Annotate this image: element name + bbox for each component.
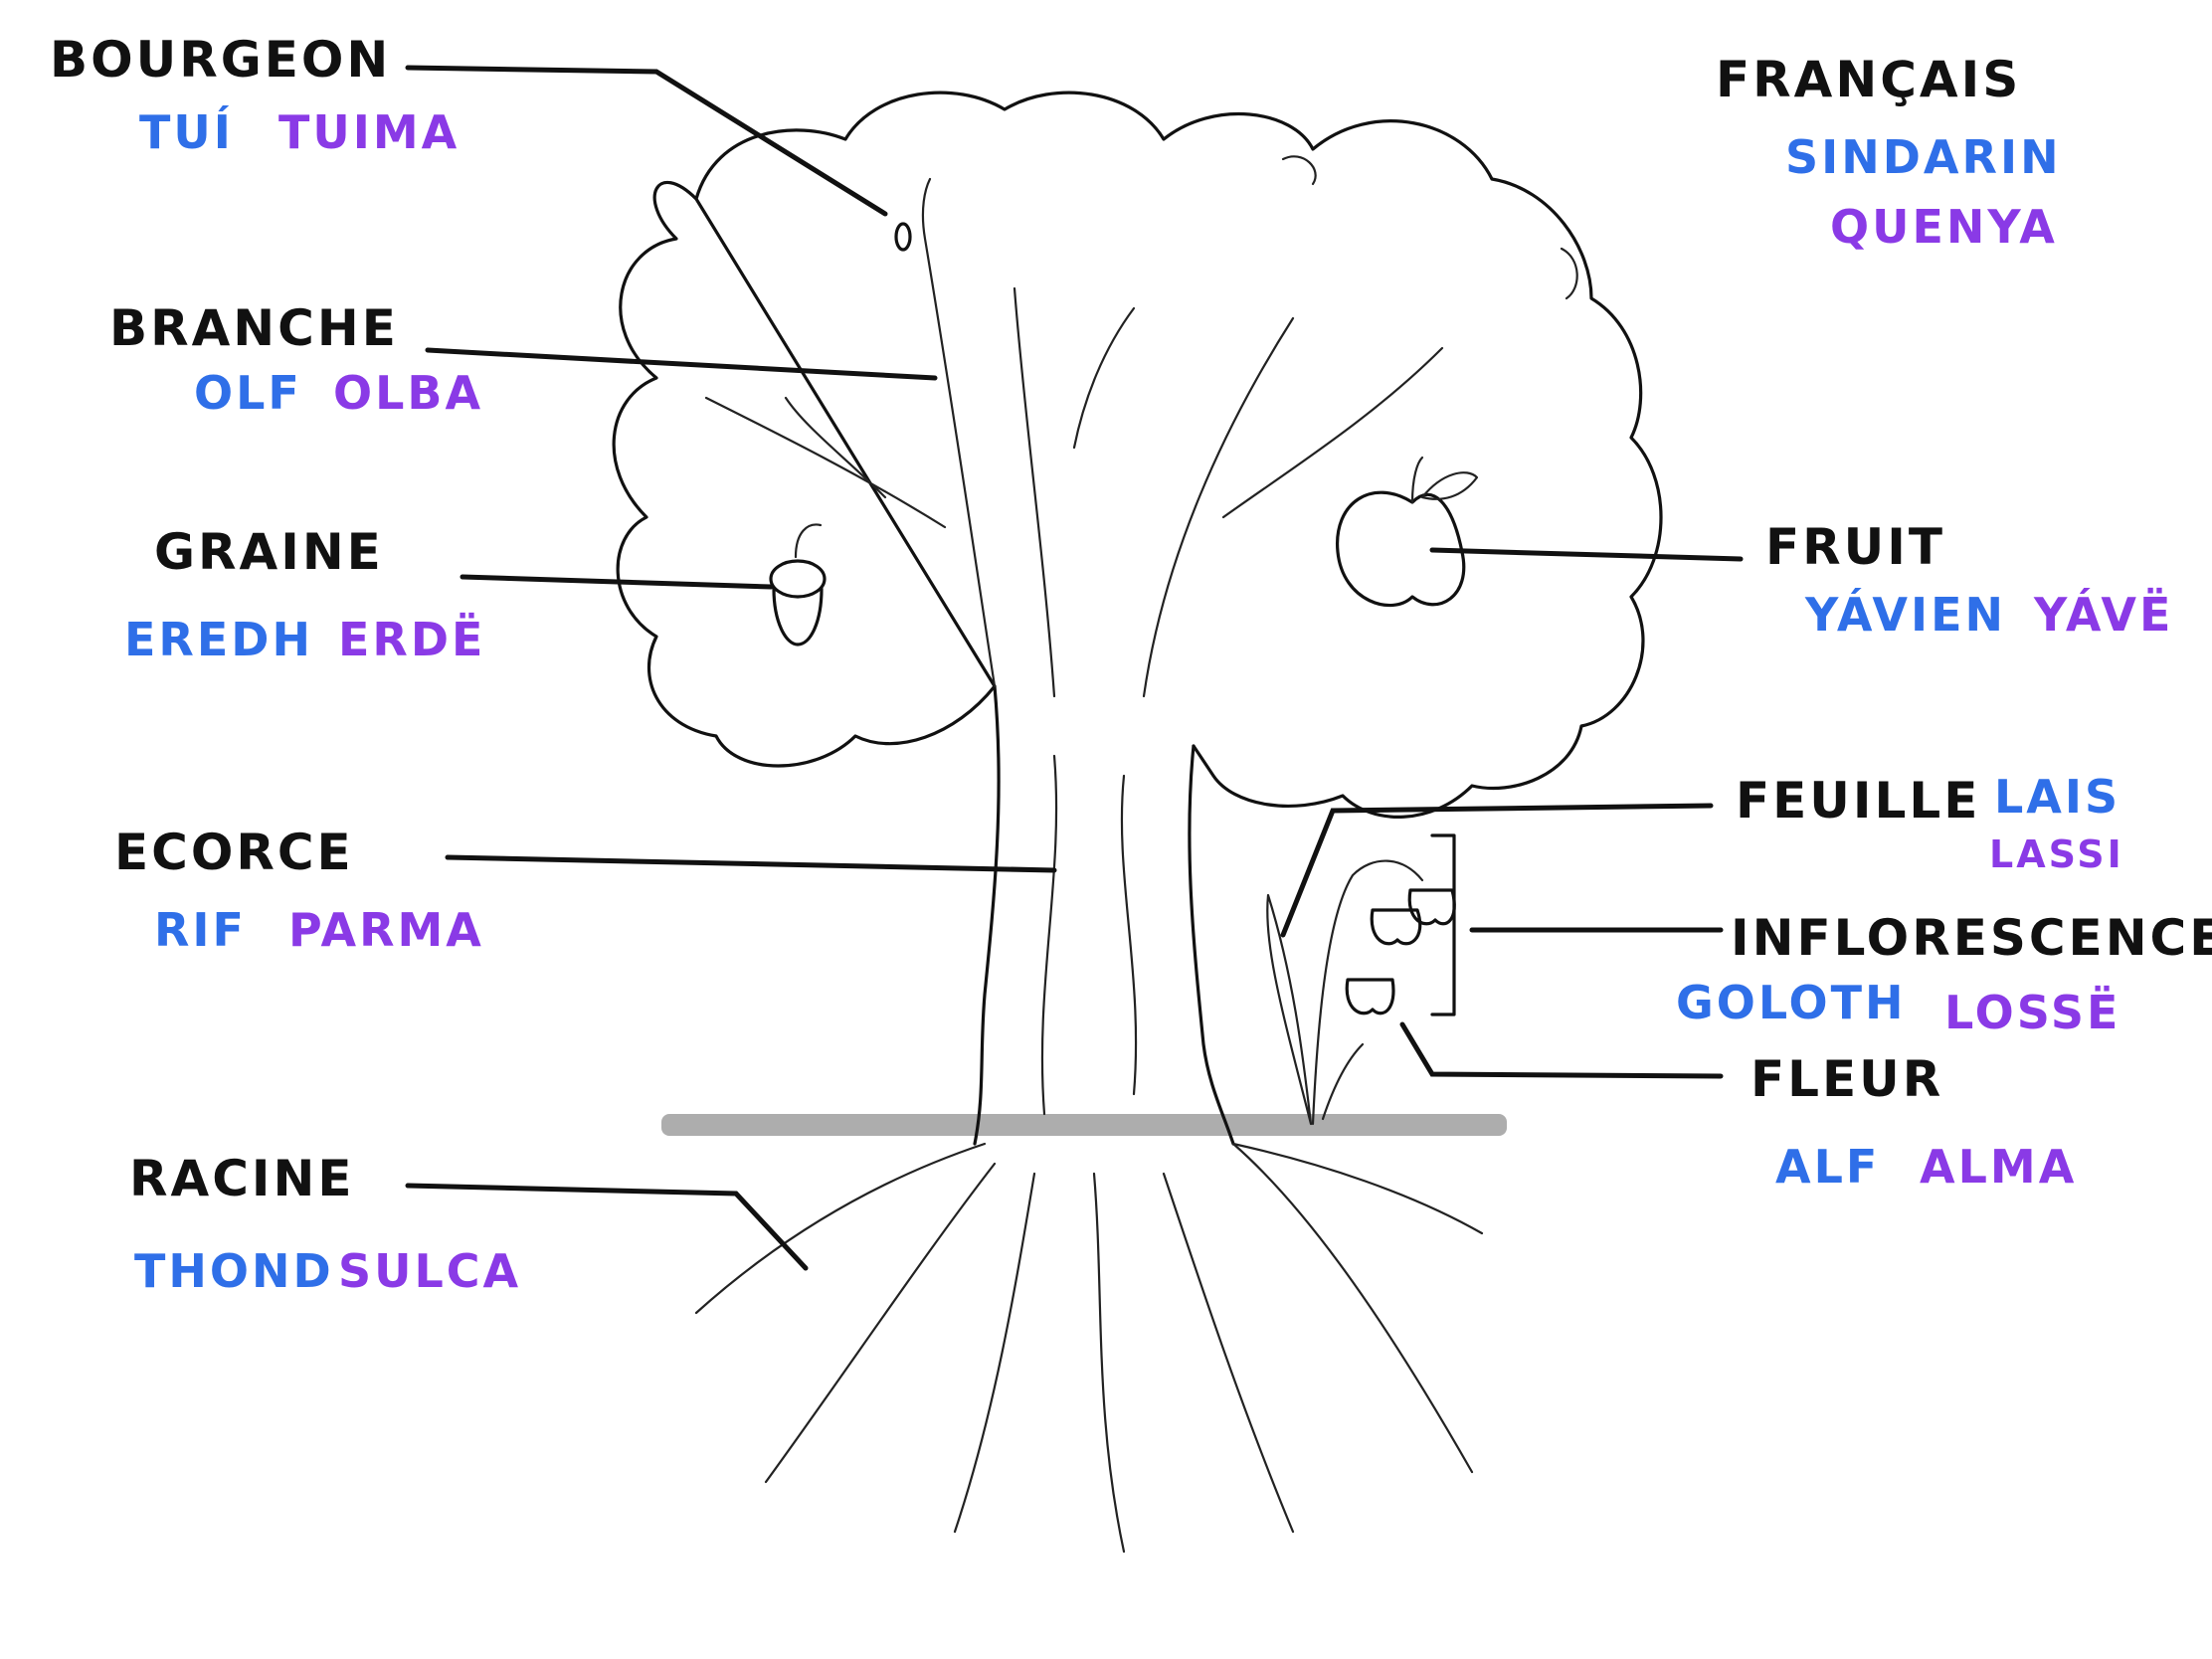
- label-racine-fr: RACINE: [129, 1150, 355, 1207]
- label-ecorce-sindarin: RIF: [154, 903, 247, 957]
- leader-ecorce: [445, 854, 1057, 873]
- label-fleur-quenya: ALMA: [1920, 1140, 2078, 1194]
- leader-racine: [405, 1183, 809, 1271]
- root-5: [1162, 1172, 1295, 1534]
- label-bourgeon-fr: BOURGEON: [50, 31, 392, 89]
- label-fruit-quenya: YÁVË: [2034, 588, 2174, 642]
- bud-shape: [894, 222, 912, 252]
- label-feuille-sindarin: LAIS: [1994, 770, 2121, 824]
- leader-feuille: [1280, 803, 1714, 938]
- leader-fruit: [1429, 547, 1744, 562]
- branch-main-right: [1142, 316, 1295, 698]
- root-2: [764, 1162, 997, 1484]
- plant-leaf-1: [1266, 893, 1313, 1126]
- label-fruit-fr: FRUIT: [1765, 518, 1945, 576]
- label-bourgeon-sindarin: TUÍ: [139, 105, 234, 159]
- ground-line: [661, 1114, 1507, 1136]
- legend-quenya: QUENYA: [1830, 200, 2058, 254]
- bark-line-1: [1040, 754, 1058, 1116]
- branch-main-left: [921, 177, 997, 688]
- canopy-outline: [612, 91, 1663, 819]
- flower-3: [1345, 978, 1395, 1015]
- label-graine-fr: GRAINE: [154, 523, 384, 581]
- flower-1: [1370, 908, 1422, 946]
- canopy-curl-2: [1560, 247, 1578, 300]
- root-4: [1092, 1172, 1126, 1554]
- fruit-leaf: [1420, 471, 1479, 500]
- plant-leaf-2: [1321, 1042, 1365, 1121]
- plant-stem: [1311, 859, 1424, 1126]
- leader-fleur: [1399, 1021, 1724, 1079]
- legend-sindarin: SINDARIN: [1785, 130, 2062, 184]
- branch-small-2: [1072, 306, 1136, 450]
- fruit-stem: [1410, 456, 1424, 504]
- label-feuille-quenya: LASSI: [1989, 832, 2124, 876]
- label-branche-fr: BRANCHE: [109, 299, 399, 357]
- root-7: [1231, 1142, 1484, 1235]
- label-graine-sindarin: EREDH: [124, 613, 313, 666]
- label-ecorce-fr: ECORCE: [114, 824, 354, 881]
- legend-french: FRANÇAIS: [1716, 51, 2022, 108]
- bark-line-2: [1120, 774, 1138, 1096]
- fruit-apple: [1336, 490, 1466, 608]
- label-fleur-sindarin: ALF: [1775, 1140, 1881, 1194]
- branch-left-fork: [704, 396, 947, 529]
- seed-body: [772, 587, 824, 646]
- root-1: [694, 1142, 987, 1315]
- flower-2: [1407, 888, 1456, 926]
- inflorescence-bracket: [1430, 833, 1456, 1016]
- label-branche-quenya: OLBA: [333, 366, 484, 420]
- label-graine-quenya: ERDË: [338, 613, 486, 666]
- label-fruit-sindarin: YÁVIEN: [1805, 588, 2007, 642]
- leader-bourgeon: [405, 65, 888, 217]
- label-inflorescence-fr: INFLORESCENCE: [1731, 909, 2212, 967]
- seed-cap: [769, 559, 827, 599]
- label-inflorescence-quenya: LOSSË: [1944, 986, 2121, 1039]
- label-fleur-fr: FLEUR: [1751, 1050, 1944, 1108]
- canopy-curl-1: [1281, 155, 1317, 186]
- label-ecorce-quenya: PARMA: [288, 903, 484, 957]
- label-bourgeon-quenya: TUIMA: [278, 105, 461, 159]
- leader-branche: [425, 347, 938, 381]
- label-inflorescence-sindarin: GOLOTH: [1676, 976, 1907, 1029]
- branch-right-fork: [1221, 346, 1444, 519]
- trunk-outline: [973, 684, 1235, 1146]
- label-branche-sindarin: OLF: [194, 366, 302, 420]
- label-racine-quenya: SULCA: [338, 1244, 522, 1298]
- branch-main-mid: [1013, 286, 1056, 698]
- leader-graine: [460, 574, 774, 590]
- label-racine-sindarin: THOND: [134, 1244, 334, 1298]
- root-6: [1231, 1142, 1474, 1474]
- seed-stem: [794, 523, 823, 559]
- branch-small-1: [784, 396, 887, 499]
- root-3: [953, 1172, 1036, 1534]
- label-feuille-fr: FEUILLE: [1736, 772, 1981, 830]
